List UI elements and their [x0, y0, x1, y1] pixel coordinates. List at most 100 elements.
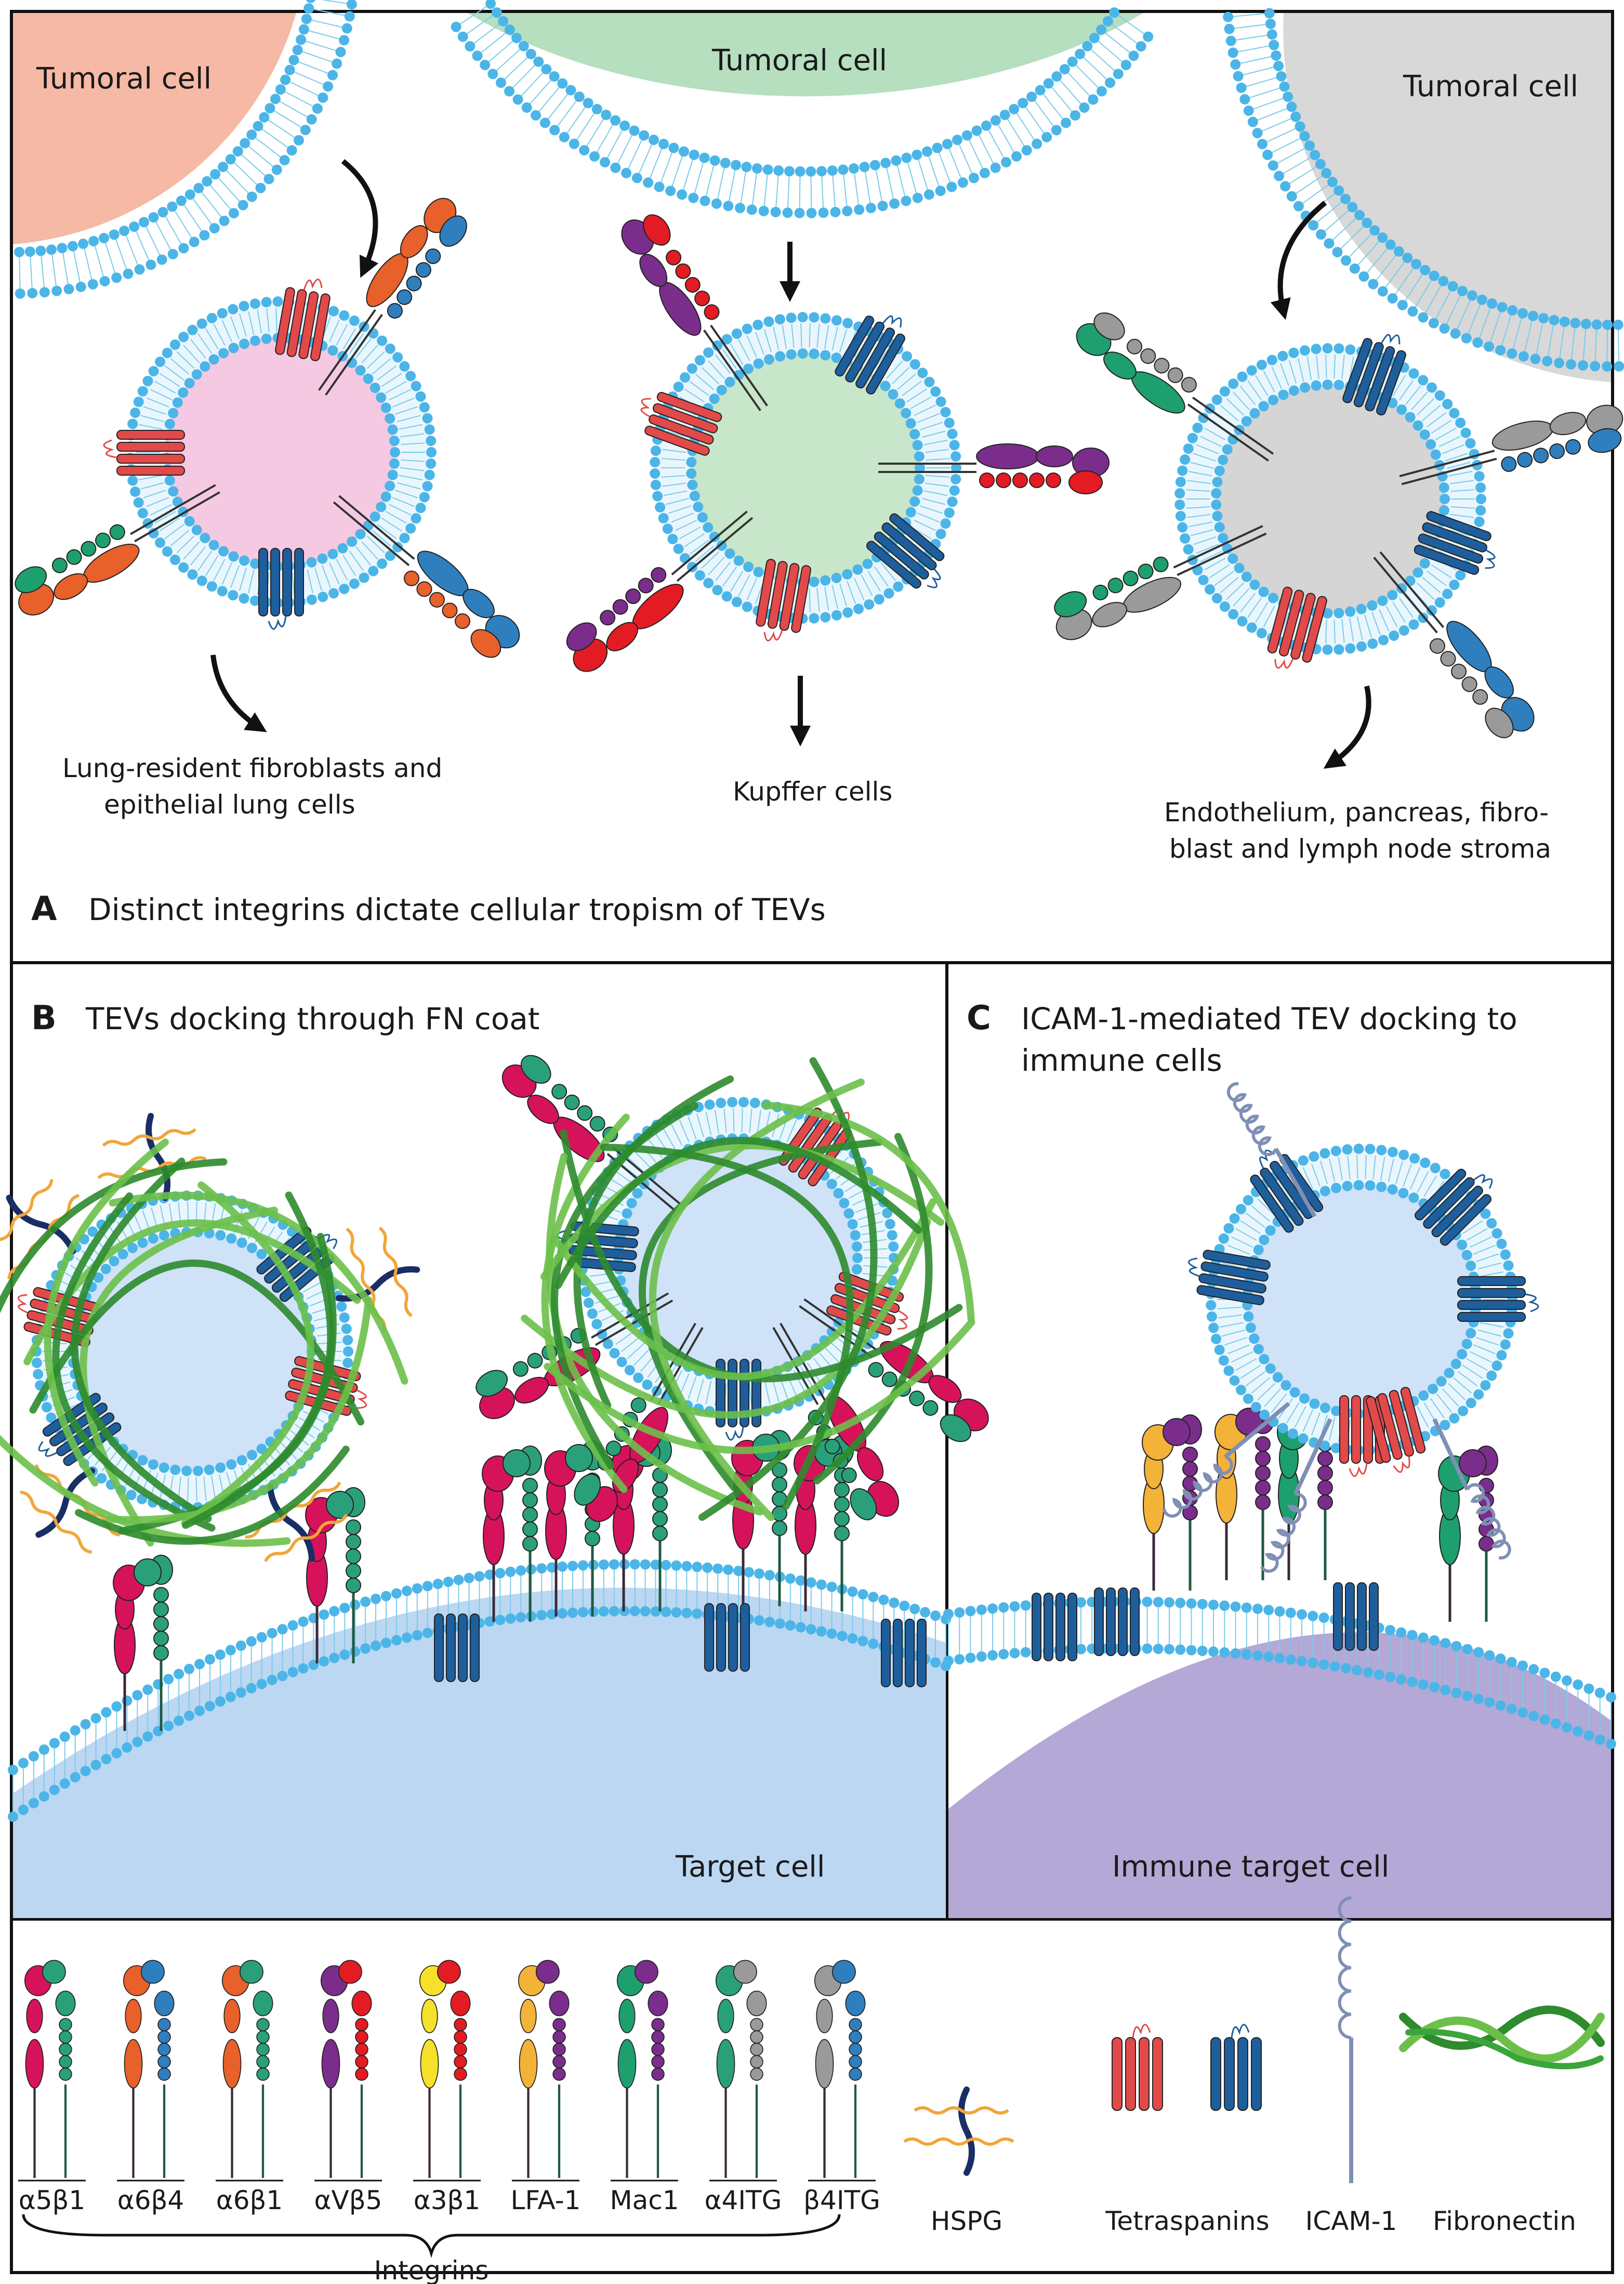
- legend-integrin-label: α3β1: [414, 2185, 481, 2215]
- icam-1: [1226, 1082, 1317, 1217]
- integrin: [616, 1960, 668, 2178]
- legend-integrin-label: LFA-1: [511, 2185, 581, 2215]
- ev-kupffer: [566, 214, 1110, 672]
- tumor-cell-right: [1283, 13, 1611, 382]
- legend-integrin-label: α6β4: [117, 2185, 184, 2215]
- tetraspanin: [1267, 586, 1327, 669]
- panel-c-title-2: immune cells: [1021, 1043, 1222, 1078]
- ev-icam: [1162, 1082, 1539, 1573]
- tetraspanin: [640, 392, 722, 456]
- ev-membrane: [1174, 343, 1486, 655]
- legend-integrin-label: α5β1: [19, 2185, 86, 2215]
- panel-c-letter: C: [967, 999, 991, 1038]
- target-label-2: Kupffer cells: [733, 777, 892, 807]
- tetraspanin: [1414, 511, 1496, 575]
- integrin: [878, 443, 1110, 494]
- integrin: [1399, 404, 1623, 485]
- legend-icam1: [1338, 1896, 1353, 2183]
- integrin: [1054, 525, 1267, 640]
- tetraspanin: [866, 513, 945, 589]
- legend-fibronectin-label: Fibronectin: [1433, 2206, 1576, 2236]
- integrin: [318, 198, 467, 396]
- tetraspanin: [1188, 1250, 1271, 1305]
- legend-integrin-label: α6β1: [216, 2185, 283, 2215]
- integrin: [814, 1960, 866, 2178]
- tetraspanin: [835, 315, 905, 395]
- immune-target-cell: [943, 1404, 1616, 1918]
- legend-tetraspanins-label: Tetraspanins: [1105, 2206, 1269, 2236]
- cell-membrane: [14, 0, 357, 299]
- ev-membrane: [125, 296, 437, 608]
- target-membrane: [943, 1596, 1616, 1749]
- panel-a-title: Distinct integrins dictate cellular trop…: [88, 892, 826, 927]
- tetraspanin: [1457, 1276, 1539, 1322]
- legend-hspg-label: HSPG: [931, 2206, 1002, 2236]
- legend-tetraspanins: [1112, 2024, 1262, 2111]
- target-label-3b: blast and lymph node stroma: [1169, 834, 1551, 864]
- integrin: [482, 1446, 542, 1622]
- tumor-cell-left: [13, 13, 296, 244]
- tumor-label-2: Tumoral cell: [711, 44, 887, 77]
- panel-a: Tumoral cell Tumoral cell Tumoral cell L…: [13, 0, 1624, 928]
- integrin: [1076, 312, 1274, 462]
- panel-frames: [10, 10, 1614, 2274]
- target-cell-label: Target cell: [675, 1850, 825, 1884]
- icam-1: [1432, 1418, 1511, 1560]
- icam-1: [1162, 1401, 1290, 1518]
- integrin: [501, 1055, 682, 1212]
- immune-target-label: Immune target cell: [1112, 1850, 1389, 1884]
- icam-1: [1338, 1896, 1353, 2183]
- tetraspanin: [258, 548, 304, 630]
- arrow-ev-to-target-3: [1323, 685, 1371, 769]
- fibronectin-coat: [521, 1057, 975, 1521]
- ev-fn-coated-1: [0, 1112, 420, 1563]
- legend-hspg: [903, 2086, 1014, 2176]
- tetraspanin: [1366, 1387, 1426, 1473]
- integrin: [221, 1960, 273, 2178]
- integrin: [566, 510, 754, 672]
- tetraspanin: [1342, 334, 1406, 416]
- arrow-ev-to-target-1: [210, 654, 267, 732]
- target-label-3a: Endothelium, pancreas, fibro-: [1164, 797, 1549, 828]
- integrin: [419, 1960, 471, 2178]
- tetraspanin: [756, 559, 811, 641]
- legend-icam1-label: ICAM-1: [1305, 2206, 1397, 2236]
- tetraspanin: [103, 430, 185, 476]
- icam-1: [1260, 1418, 1332, 1573]
- tetraspanin: [1032, 1593, 1077, 1661]
- integrin: [1373, 551, 1535, 739]
- panel-a-letter: A: [31, 890, 57, 928]
- legend-integrins: α5β1 α6β4 α6β1 αVβ5 α3β1 LFA-1 Mac1 α4ITG β4ITG: [18, 1960, 880, 2215]
- panel-b-title: TEVs docking through FN coat: [85, 1001, 539, 1036]
- legend-integrin-label: β4ITG: [803, 2185, 880, 2215]
- tetraspanin: [1415, 1169, 1493, 1246]
- tetraspanin: [275, 279, 331, 361]
- panel-b: B TEVs docking through FN coat Target ce…: [0, 999, 989, 1918]
- ev-endothelium: [1054, 312, 1623, 739]
- arrow-tumor-to-ev-1: [341, 159, 379, 278]
- legend-integrin-label: α4ITG: [705, 2185, 782, 2215]
- cell-membrane: [1223, 8, 1624, 372]
- tetraspanin: [1210, 2024, 1262, 2111]
- tetraspanin: [1112, 2024, 1163, 2111]
- panel-c-title-1: ICAM-1-mediated TEV docking to: [1021, 1001, 1517, 1036]
- integrin: [715, 1960, 767, 2178]
- integrin: [24, 1960, 76, 2178]
- cell-membrane: [451, 0, 1154, 218]
- integrin: [123, 1960, 175, 2178]
- membrane-layers: [14, 0, 1624, 372]
- panel-b-letter: B: [31, 999, 57, 1038]
- legend-integrin-label: Mac1: [610, 2185, 679, 2215]
- integrin: [1142, 1414, 1202, 1591]
- tumor-label-1: Tumoral cell: [36, 62, 212, 96]
- ev-lung: [15, 198, 520, 658]
- integrins-brace: [22, 2214, 841, 2259]
- legend-integrin-label: αVβ5: [314, 2185, 382, 2215]
- arrow-tumor-to-ev-3: [1270, 201, 1327, 320]
- tetraspanin: [704, 1603, 750, 1672]
- fibronectin-coat: [0, 1138, 408, 1547]
- target-label-1b: epithelial lung cells: [104, 790, 355, 820]
- tetraspanin: [881, 1619, 927, 1687]
